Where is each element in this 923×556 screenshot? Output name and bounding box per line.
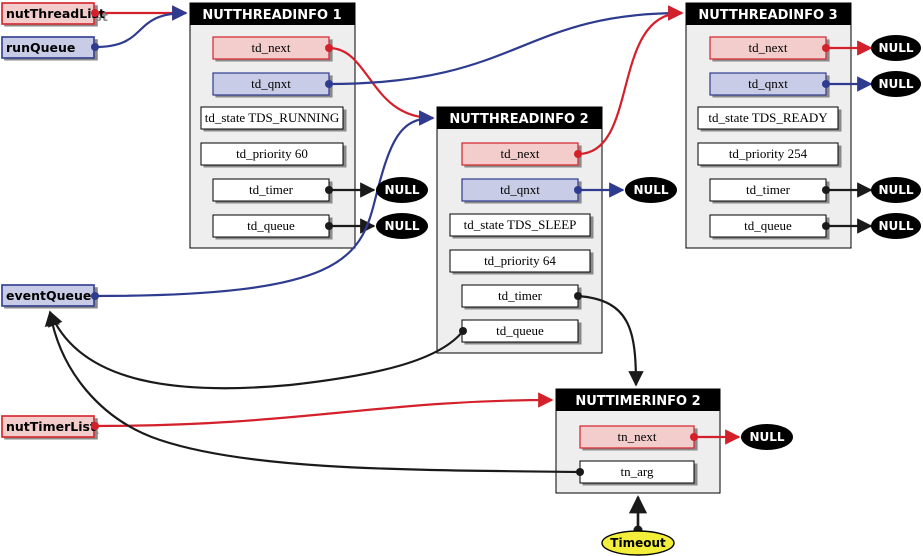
thread2-field-td-next: td_next [461, 142, 579, 166]
timeout-event: Timeout [601, 530, 675, 556]
thread1-field-td-qnxt: td_qnxt [212, 72, 330, 96]
svg-text:td_qnxt: td_qnxt [251, 76, 291, 91]
thread3-field-td-next: td_next [709, 36, 827, 60]
svg-text:NULL: NULL [878, 41, 913, 55]
svg-text:td_next: td_next [252, 40, 291, 55]
var-eventqueue: eventQueue [1, 284, 95, 307]
edge-thread2-timer-timer2 [577, 294, 644, 387]
timer2-field-tn-next: tn_next [579, 425, 695, 449]
null-thread3-next: NULL [871, 35, 921, 61]
thread1-field-td-state: td_state TDS_RUNNING [200, 106, 344, 130]
thread3-field-td-timer: td_timer [709, 178, 827, 202]
svg-text:td_priority 60: td_priority 60 [236, 146, 308, 161]
thread3-field-td-priority: td_priority 254 [697, 142, 839, 166]
null-thread3-queue: NULL [871, 213, 921, 239]
svg-text:tn_next: tn_next [618, 429, 657, 444]
svg-text:td_next: td_next [501, 146, 540, 161]
var-eventqueue-label: eventQueue [6, 288, 91, 303]
svg-text:NULL: NULL [749, 430, 784, 444]
svg-text:tn_arg: tn_arg [621, 464, 654, 479]
var-nutthreadlist: nutThreadList [1, 2, 105, 25]
null-thread2-qnxt: NULL [625, 177, 677, 203]
thread2-field-td-priority: td_priority 64 [449, 249, 591, 273]
svg-text:td_next: td_next [749, 40, 788, 55]
null-thread3-timer: NULL [871, 177, 921, 203]
svg-text:td_state TDS_READY: td_state TDS_READY [708, 110, 828, 125]
var-runqueue-label: runQueue [6, 40, 75, 55]
svg-text:NULL: NULL [384, 183, 419, 197]
thread2-field-td-state: td_state TDS_SLEEP [449, 213, 591, 237]
svg-text:td_timer: td_timer [249, 182, 294, 197]
timeout-label: Timeout [610, 536, 666, 550]
svg-text:td_timer: td_timer [746, 182, 791, 197]
edge-timer2-arg-eventqueue [44, 310, 581, 474]
var-runqueue: runQueue [1, 36, 95, 59]
timer2-field-tn-arg: tn_arg [579, 460, 695, 484]
svg-text:NULL: NULL [878, 77, 913, 91]
thread3-field-td-qnxt: td_qnxt [709, 72, 827, 96]
thread2-field-td-queue: td_queue [461, 319, 579, 343]
thread2-field-td-timer: td_timer [461, 284, 579, 308]
pointer-dots [91, 9, 830, 535]
var-nutthreadlist-label: nutThreadList [6, 6, 105, 21]
var-nuttimerlist-label: nutTimerList [6, 419, 96, 434]
svg-text:td_priority 254: td_priority 254 [729, 146, 808, 161]
svg-text:td_timer: td_timer [498, 288, 543, 303]
svg-text:td_priority 64: td_priority 64 [484, 253, 556, 268]
thread1-field-td-queue: td_queue [212, 214, 330, 238]
svg-text:td_queue: td_queue [496, 323, 544, 338]
svg-text:NULL: NULL [384, 219, 419, 233]
edge-thread2-queue-eventqueue [48, 310, 464, 390]
null-thread1-timer: NULL [376, 177, 428, 203]
thread2-field-td-qnxt: td_qnxt [461, 178, 579, 202]
thread1-field-td-next: td_next [212, 36, 330, 60]
edge-nuttimerlist-timer2 [94, 392, 554, 428]
svg-text:td_qnxt: td_qnxt [500, 182, 540, 197]
edge-thread2-next-thread3 [577, 5, 684, 156]
svg-text:NULL: NULL [878, 183, 913, 197]
svg-text:td_queue: td_queue [744, 218, 792, 233]
var-nuttimerlist: nutTimerList [1, 415, 96, 438]
svg-text:td_queue: td_queue [247, 218, 295, 233]
svg-text:td_qnxt: td_qnxt [748, 76, 788, 91]
svg-text:NULL: NULL [878, 219, 913, 233]
edge-thread1-qnxt-thread3 [328, 5, 684, 86]
timer2-title: NUTTIMERINFO 2 [575, 394, 700, 409]
edge-eventqueue-thread2 [94, 110, 435, 298]
edge-runqueue-thread1 [94, 5, 188, 49]
null-timer2-next: NULL [741, 424, 793, 450]
null-thread3-qnxt: NULL [871, 71, 921, 97]
thread3-title: NUTTHREADINFO 3 [698, 8, 837, 23]
svg-text:td_state TDS_RUNNING: td_state TDS_RUNNING [205, 110, 339, 125]
thread1-field-td-priority: td_priority 60 [200, 142, 344, 166]
thread3-field-td-queue: td_queue [709, 214, 827, 238]
thread1-title: NUTTHREADINFO 1 [202, 8, 341, 23]
thread3-field-td-state: td_state TDS_READY [697, 106, 839, 130]
thread1-field-td-timer: td_timer [212, 178, 330, 202]
svg-text:NULL: NULL [633, 183, 668, 197]
thread2-title: NUTTHREADINFO 2 [449, 112, 588, 127]
svg-text:td_state TDS_SLEEP: td_state TDS_SLEEP [464, 217, 577, 232]
null-thread1-queue: NULL [376, 213, 428, 239]
